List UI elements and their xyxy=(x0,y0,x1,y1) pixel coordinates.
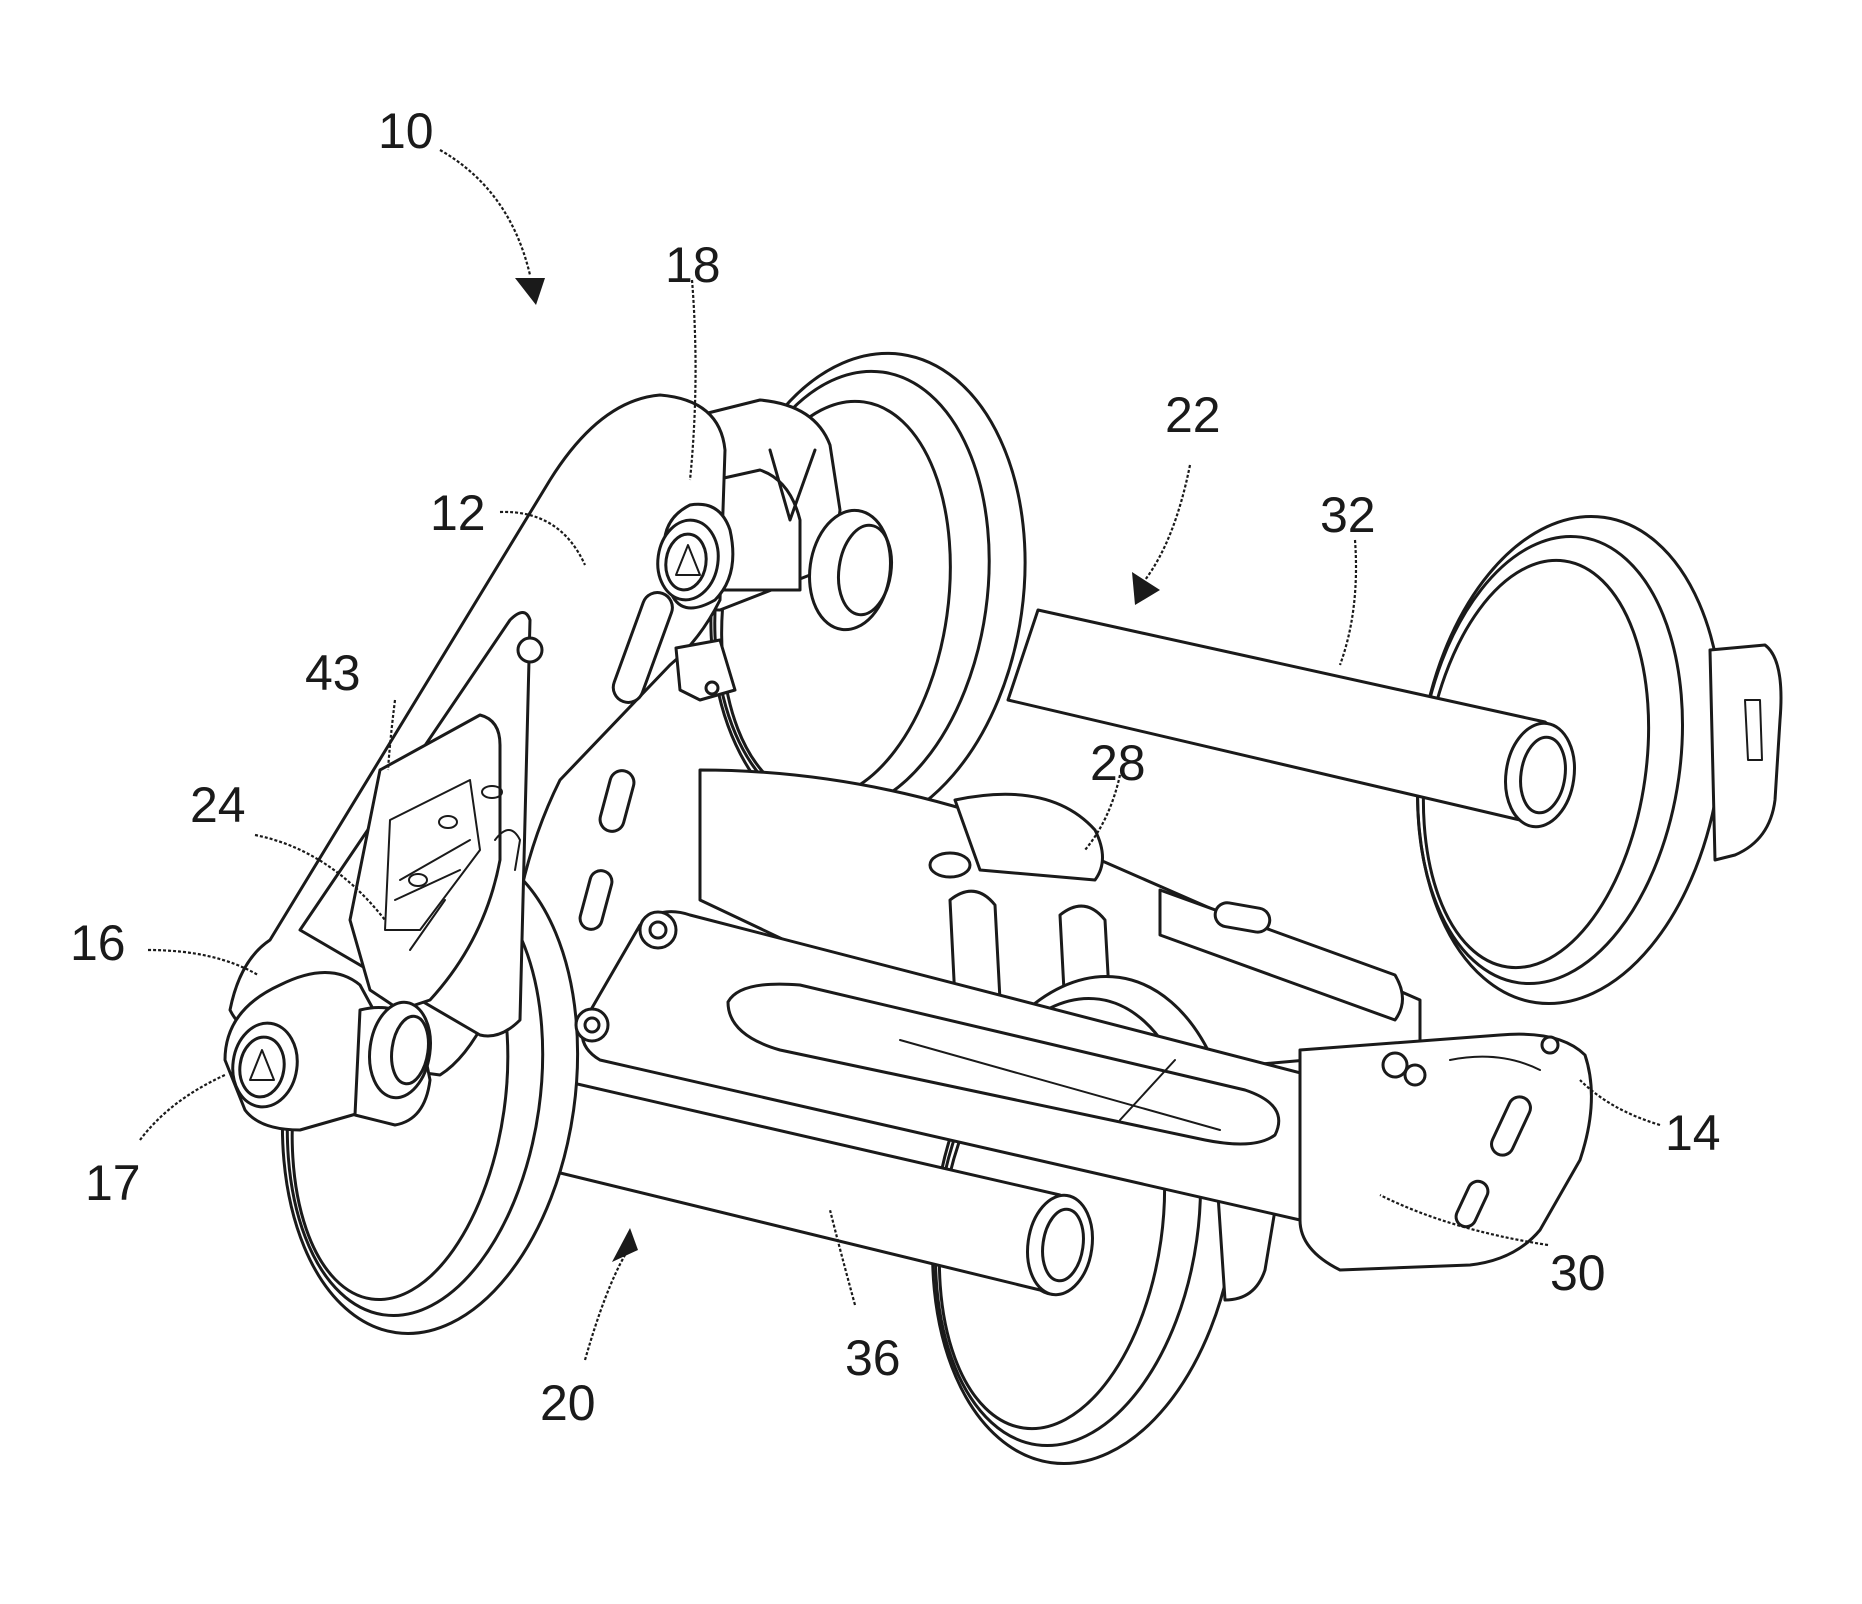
label-10: 10 xyxy=(378,103,434,159)
label-14: 14 xyxy=(1665,1105,1721,1161)
label-20: 20 xyxy=(540,1375,596,1431)
label-22: 22 xyxy=(1165,387,1221,443)
label-17: 17 xyxy=(85,1155,141,1211)
label-36: 36 xyxy=(845,1330,901,1386)
label-16: 16 xyxy=(70,915,126,971)
label-12: 12 xyxy=(430,485,486,541)
label-18: 18 xyxy=(665,237,721,293)
label-30: 30 xyxy=(1550,1245,1606,1301)
label-43: 43 xyxy=(305,645,361,701)
label-32: 32 xyxy=(1320,487,1376,543)
label-24: 24 xyxy=(190,777,246,833)
arrow-10 xyxy=(440,150,545,305)
right-side-frame xyxy=(1300,1034,1591,1270)
arrow-22 xyxy=(1132,465,1190,605)
arrow-20 xyxy=(585,1228,638,1360)
rear-right-journal xyxy=(1710,645,1781,860)
label-28: 28 xyxy=(1090,735,1146,791)
